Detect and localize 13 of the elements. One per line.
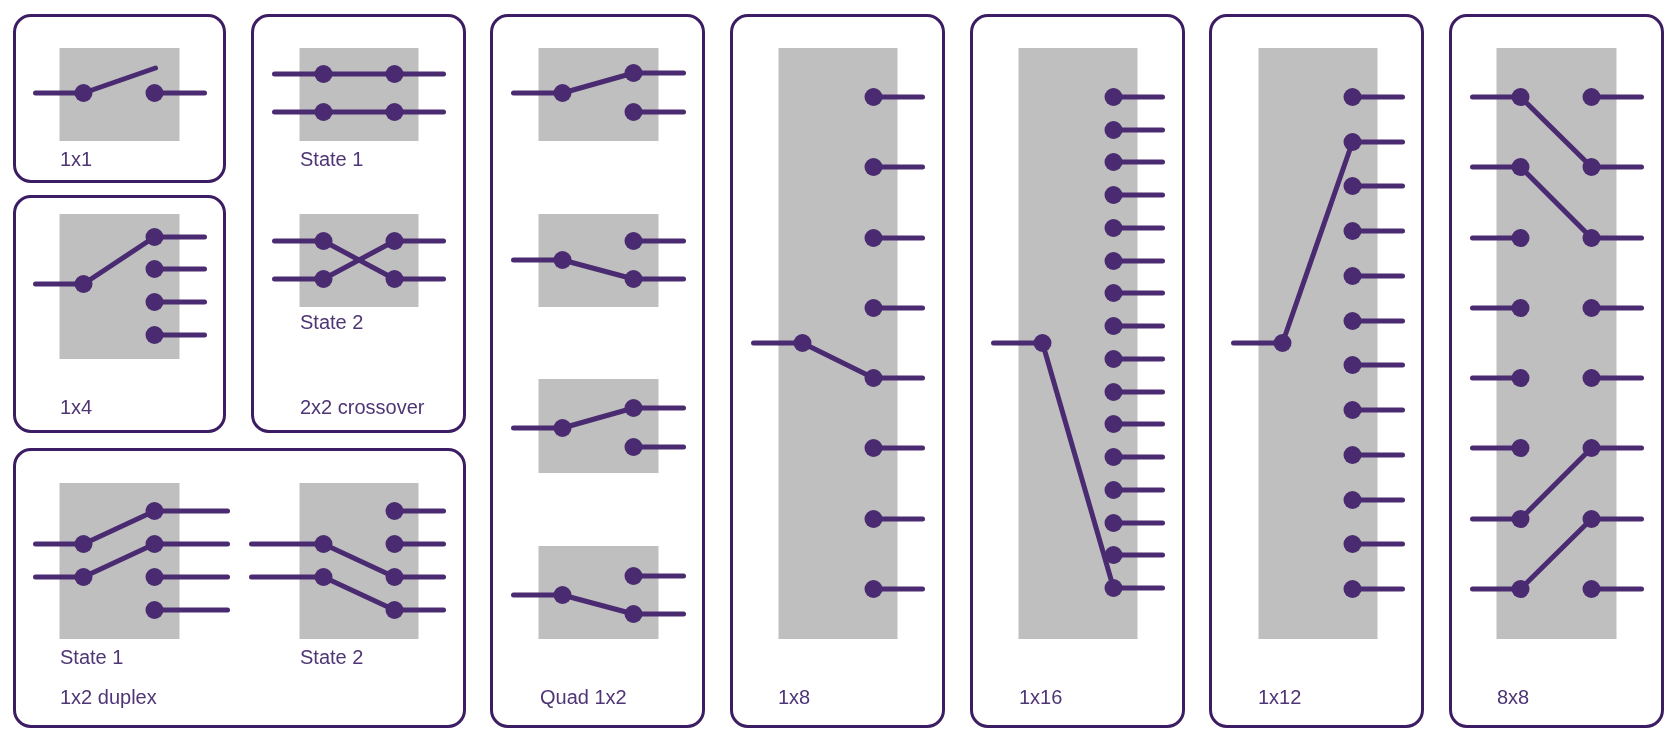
switch-label: 2x2 crossover	[300, 397, 425, 417]
switch-label: 1x16	[1019, 687, 1063, 707]
switch-label: 1x8	[778, 687, 811, 707]
switch-label: 1x1	[60, 149, 93, 169]
state-label: State 1	[300, 149, 364, 169]
state-label: State 2	[300, 647, 364, 667]
switch-label: 1x2 duplex	[60, 687, 157, 707]
switch-label: 1x12	[1258, 687, 1302, 707]
state-label: State 2	[300, 312, 364, 332]
state-label: State 1	[60, 647, 124, 667]
switch-label: 1x4	[60, 397, 93, 417]
switch-label: Quad 1x2	[540, 687, 627, 707]
switch-label: 8x8	[1497, 687, 1530, 707]
